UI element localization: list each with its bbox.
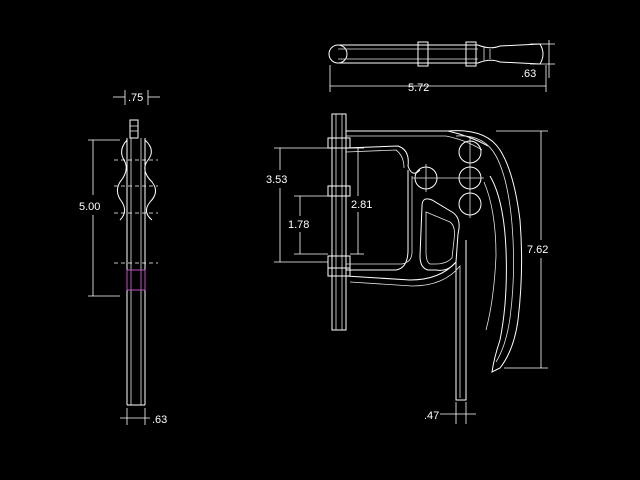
side-top-width-label: .75 — [128, 92, 143, 104]
front-lower-height-label: 1.78 — [288, 219, 309, 231]
side-bottom-width-label: .63 — [152, 414, 167, 426]
top-handle-width-label: .63 — [521, 68, 536, 80]
front-base-width-label: .47 — [424, 410, 439, 422]
top-length-label: 5.72 — [408, 82, 429, 94]
front-total-height-label: 7.62 — [527, 244, 548, 256]
side-view: .75 5.00 .63 — [79, 90, 167, 426]
side-height-label: 5.00 — [79, 201, 100, 213]
top-view: 5.72 .63 — [328, 40, 555, 94]
front-upper-height-label: 3.53 — [266, 174, 287, 186]
front-view: 3.53 2.81 1.78 7.62 .47 — [266, 113, 548, 424]
front-inner-height-label: 2.81 — [351, 199, 372, 211]
